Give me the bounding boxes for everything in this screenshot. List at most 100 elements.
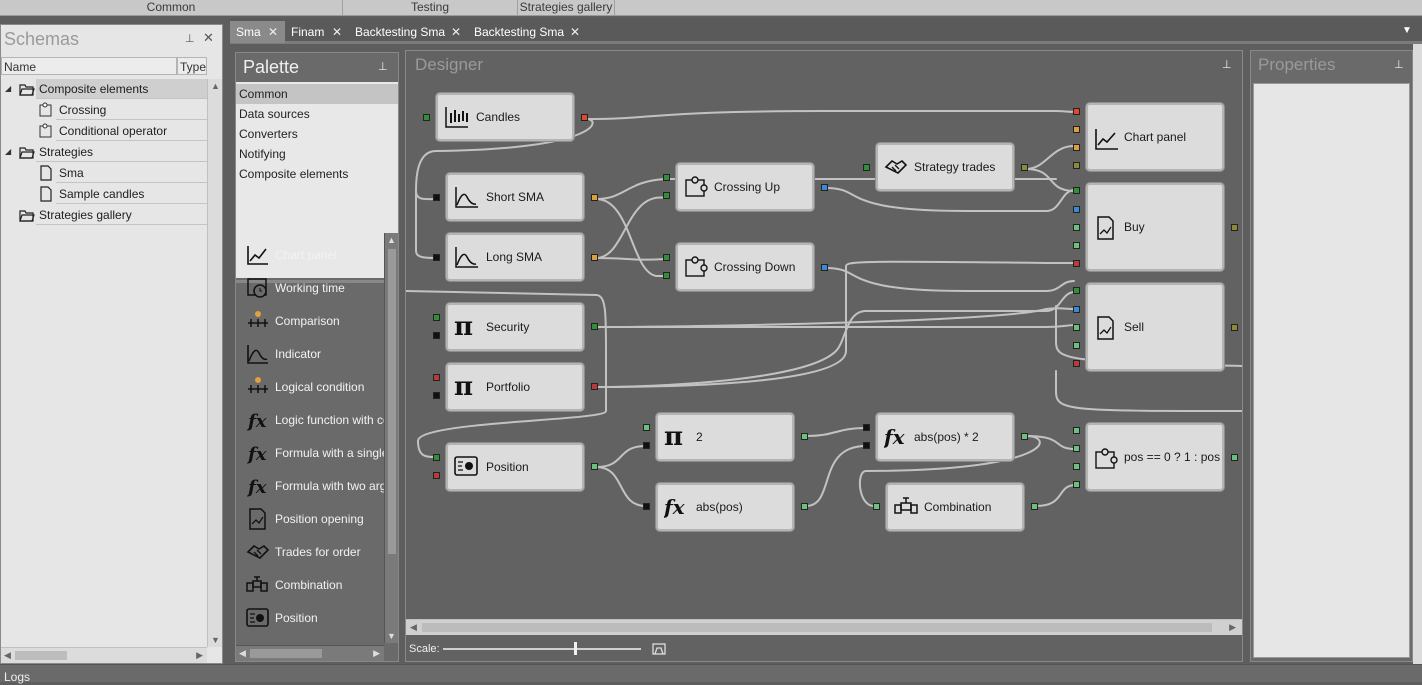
port-in[interactable] [663,174,670,181]
node-sell[interactable]: Sell [1086,283,1224,371]
palette-category-common[interactable]: Common [236,84,398,104]
close-tab-icon[interactable]: ✕ [570,25,581,39]
ribbon-group-strategies-gallery[interactable]: Strategies gallery [518,0,615,15]
palette-item-indicator[interactable]: Indicator [246,339,386,369]
port-in[interactable] [1073,342,1080,349]
scroll-right-icon[interactable]: ▶ [373,648,380,658]
port-in[interactable] [1073,260,1080,267]
port-in[interactable] [1073,108,1080,115]
node-abs-pos-2[interactable]: fx abs(pos) * 2 [876,413,1014,461]
port-in[interactable] [1073,162,1080,169]
palette-item-formula-single[interactable]: fx Formula with a single argument [246,438,386,468]
port-out[interactable] [591,323,598,330]
port-out[interactable] [591,383,598,390]
tree-row-strategies[interactable]: ◢ Strategies [1,142,207,162]
port-in[interactable] [433,374,440,381]
tab-finam[interactable]: Finam✕ [285,21,349,43]
port-in[interactable] [863,164,870,171]
palette-item-logical-condition[interactable]: Logical condition [246,372,386,402]
port-in[interactable] [1073,463,1080,470]
tab-backtesting-sma[interactable]: Backtesting Sma✕ [349,21,468,43]
fit-zoom-icon[interactable] [651,641,667,657]
designer-canvas[interactable]: Candles Short SMA Long SMA π Security π … [406,51,1242,619]
tree-row-sma[interactable]: Sma [1,163,207,183]
palette-item-trades-for-order[interactable]: Trades for order [246,537,386,567]
scroll-down-icon[interactable]: ▼ [387,631,396,641]
tree-row-conditional-operator[interactable]: Conditional operator [1,121,207,141]
port-in[interactable] [1073,224,1080,231]
tree-row-strategies-gallery[interactable]: Strategies gallery [1,205,207,225]
scroll-right-icon[interactable]: ▶ [1229,622,1236,632]
port-out[interactable] [1021,164,1028,171]
port-in[interactable] [1073,242,1080,249]
port-out[interactable] [581,114,588,121]
palette-vertical-scrollbar[interactable]: ▲ ▼ [384,233,398,643]
port-out[interactable] [591,194,598,201]
palette-category-data-sources[interactable]: Data sources [239,107,310,121]
port-in[interactable] [423,114,430,121]
close-tab-icon[interactable]: ✕ [268,25,279,39]
palette-item-position[interactable]: Position [246,603,386,633]
expand-triangle-icon[interactable]: ◢ [5,84,12,93]
scroll-thumb[interactable] [422,623,1212,632]
column-header-name[interactable]: Name [1,57,177,75]
splitter[interactable] [236,280,398,283]
node-crossing-down[interactable]: Crossing Down [676,243,814,291]
scale-slider[interactable] [443,642,641,655]
pin-icon[interactable]: ⊥ [1222,59,1232,71]
palette-item-combination[interactable]: Combination [246,570,386,600]
tree-row-composite-elements[interactable]: ◢ Composite elements [1,79,207,99]
node-position[interactable]: Position [446,443,584,491]
scale-slider-thumb[interactable] [573,642,577,655]
node-long-sma[interactable]: Long SMA [446,233,584,281]
port-in[interactable] [1073,287,1080,294]
port-in[interactable] [433,194,440,201]
node-abs-pos[interactable]: fx abs(pos) [656,483,794,531]
designer-horizontal-scrollbar[interactable]: ◀ ▶ [406,619,1242,635]
node-buy[interactable]: Buy [1086,183,1224,271]
port-in[interactable] [863,442,870,449]
port-out[interactable] [591,463,598,470]
scroll-thumb[interactable] [388,249,396,554]
port-out[interactable] [591,254,598,261]
port-in[interactable] [1073,144,1080,151]
scroll-left-icon[interactable]: ◀ [4,650,11,660]
palette-item-formula-two[interactable]: fx Formula with two arguments [246,471,386,501]
port-out[interactable] [1031,503,1038,510]
port-in[interactable] [433,472,440,479]
scroll-thumb[interactable] [250,649,322,658]
vertical-scrollbar[interactable]: ▲ ▼ [207,79,222,647]
port-in[interactable] [663,192,670,199]
port-in[interactable] [433,454,440,461]
port-in[interactable] [1073,306,1080,313]
port-in[interactable] [663,254,670,261]
port-out[interactable] [821,184,828,191]
palette-category-composite-elements[interactable]: Composite elements [239,167,349,181]
port-in[interactable] [1073,187,1080,194]
pin-icon[interactable]: ⊥ [185,33,195,45]
palette-category-notifying[interactable]: Notifying [239,147,286,161]
pin-icon[interactable]: ⊥ [378,61,388,73]
port-in[interactable] [433,254,440,261]
port-out[interactable] [1231,224,1238,231]
node-chart-panel[interactable]: Chart panel [1086,103,1224,171]
scroll-left-icon[interactable]: ◀ [239,648,246,658]
port-in[interactable] [433,314,440,321]
port-out[interactable] [801,503,808,510]
property-grid[interactable] [1253,83,1410,658]
port-out[interactable] [821,264,828,271]
port-in[interactable] [1073,481,1080,488]
tab-backtesting-sma-2[interactable]: Backtesting Sma✕ [468,21,587,43]
palette-item-comparison[interactable]: Comparison [246,306,386,336]
port-out[interactable] [1231,324,1238,331]
port-in[interactable] [663,272,670,279]
scroll-down-icon[interactable]: ▼ [211,635,220,645]
tab-sma[interactable]: Sma✕ [230,21,285,43]
port-out[interactable] [1231,454,1238,461]
port-in[interactable] [1073,427,1080,434]
port-in[interactable] [863,424,870,431]
expand-triangle-icon[interactable]: ◢ [5,147,12,156]
port-out[interactable] [1021,433,1028,440]
port-in[interactable] [1073,206,1080,213]
close-icon[interactable]: ✕ [203,30,214,45]
